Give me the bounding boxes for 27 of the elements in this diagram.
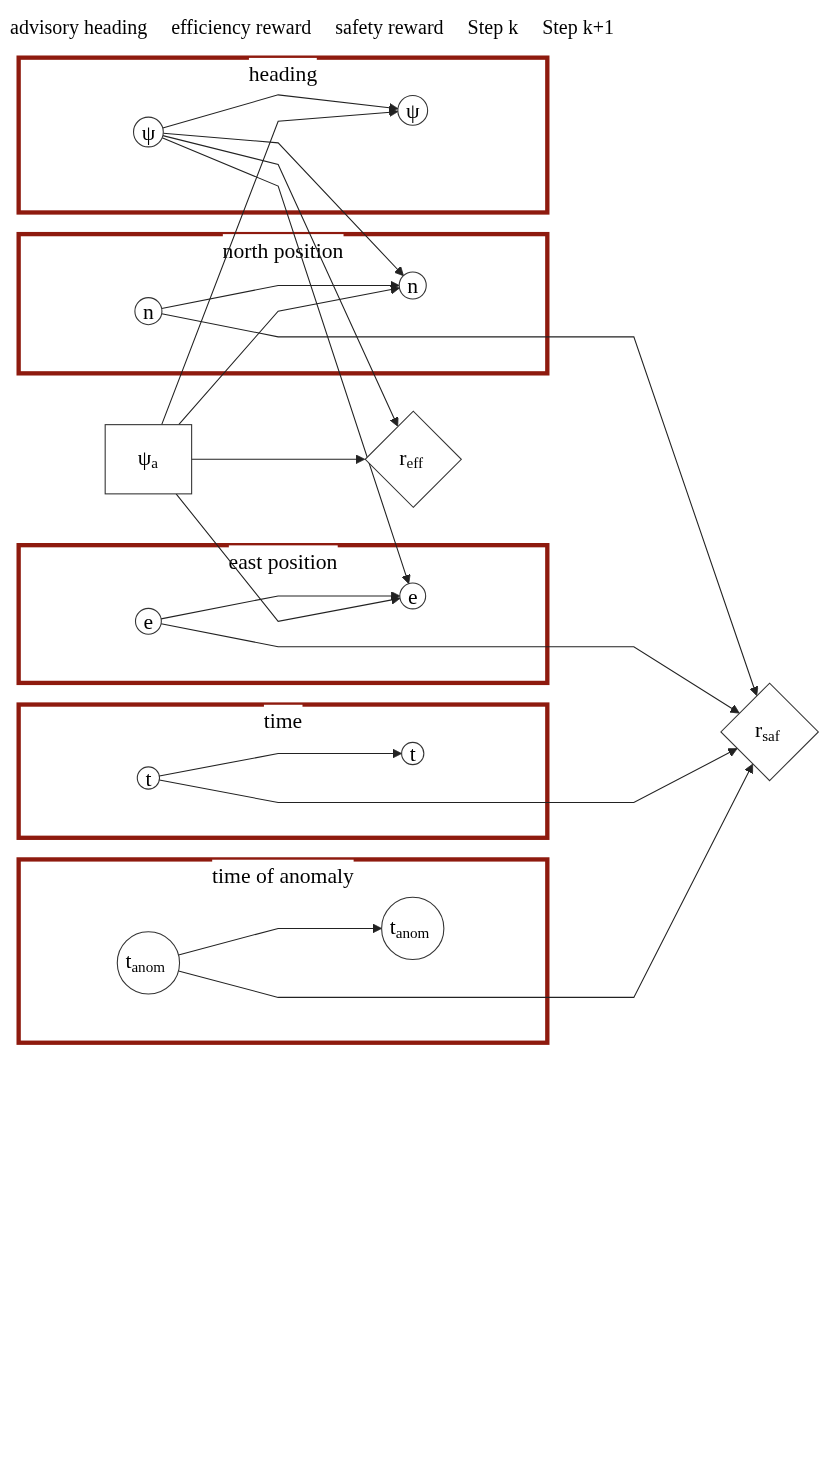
arrow bbox=[162, 132, 404, 277]
node-circle: ψ bbox=[397, 94, 429, 126]
row-label: Step k+1 bbox=[542, 16, 614, 39]
arrow bbox=[161, 137, 411, 585]
arrow bbox=[191, 454, 366, 464]
node-circle: e bbox=[134, 607, 162, 635]
node-circle: n bbox=[134, 297, 163, 326]
row-label: safety reward bbox=[335, 16, 444, 39]
node-circle: e bbox=[399, 582, 427, 610]
row-label: efficiency reward bbox=[171, 16, 312, 39]
node-circle: t bbox=[401, 741, 425, 766]
node-circle: ψ bbox=[133, 116, 164, 148]
arrow bbox=[161, 313, 759, 697]
node-circle: n bbox=[398, 271, 427, 300]
node-circle: t$_{anom}$ bbox=[116, 931, 181, 995]
node-circle: t$_{anom}$ bbox=[381, 896, 445, 961]
arrow bbox=[162, 94, 399, 129]
arrow bbox=[160, 623, 740, 714]
arrow bbox=[175, 493, 401, 622]
node-circle: t bbox=[136, 766, 161, 790]
node-diamond: r$_{saf}$ bbox=[720, 682, 820, 782]
node-diamond: r$_{eff}$ bbox=[364, 410, 463, 509]
row-label: Step k bbox=[467, 16, 519, 39]
arrow bbox=[160, 591, 401, 620]
node-box: ψ$_{a}$ bbox=[104, 424, 193, 495]
arrow bbox=[161, 280, 400, 310]
row-label: advisory heading bbox=[10, 16, 148, 39]
